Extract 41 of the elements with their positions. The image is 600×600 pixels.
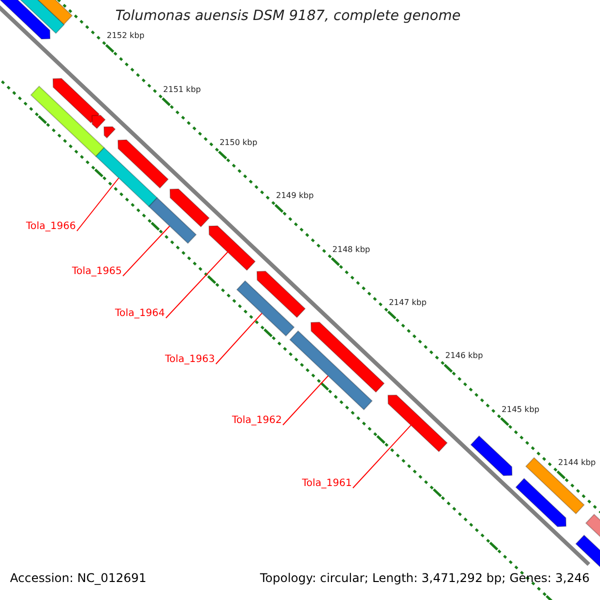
leader-line [76,178,120,232]
gene-bar [30,86,105,158]
leader-line [122,226,170,276]
gene-block [91,114,106,130]
gene-label: Tola_1965 [72,266,122,278]
leader-line [215,312,262,364]
scale-label: 2146 kbp [445,351,483,360]
genome-info-text: Topology: circular; Length: 3,471,292 bp; Genes: 3,246 [260,572,590,586]
gene-block [387,394,448,452]
leader-line [352,424,412,488]
gene-bar [236,280,295,337]
gene-label: Tola_1961 [302,478,352,490]
gene-block [0,0,51,40]
scale-label: 2149 kbp [276,191,314,201]
gene-block [169,188,210,228]
gene-bar [289,330,373,410]
gene-block [52,78,100,124]
scale-label: 2148 kbp [332,244,370,254]
gene-label: Tola_1966 [26,221,76,232]
scale-label: 2151 kbp [163,84,201,94]
gene-label: Tola_1962 [232,415,282,426]
scale-label: 2145 kbp [502,404,540,414]
gene-block [208,225,256,271]
scale-label: 2150 kbp [220,138,258,148]
scale-label: 2144 kbp [558,458,596,468]
gene-block [117,139,169,189]
gene-block [515,478,567,528]
scale-label: 2152 kbp [106,31,144,41]
gene-bar [148,197,197,244]
gene-block [470,435,513,476]
accession-text: Accession: NC_012691 [10,572,146,586]
gene-block [103,126,116,139]
gene-label: Tola_1964 [115,308,165,320]
gene-block [310,322,385,393]
gene-bar [95,147,158,208]
gene-label: Tola_1963 [165,354,215,366]
title: Tolumonas auensis DSM 9187, complete genome [114,8,462,24]
scale-label: 2147 kbp [388,298,427,308]
leader-line [165,252,228,318]
gene-block [256,270,306,318]
leader-line [282,375,329,426]
